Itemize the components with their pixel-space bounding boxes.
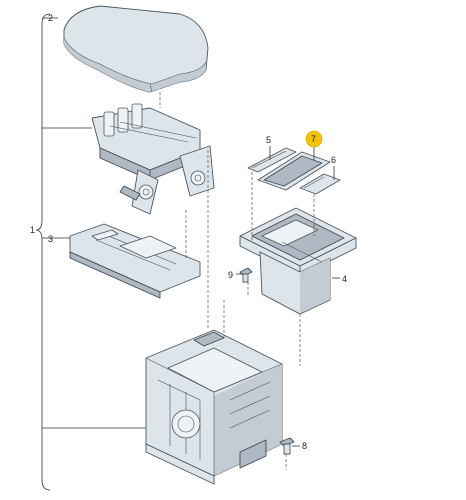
- armrest-lid: [63, 5, 209, 93]
- assembly-lines: [159, 92, 315, 470]
- rubber-mat-5: [247, 147, 297, 173]
- assembly-bracket: [35, 13, 150, 491]
- callout-5: 5: [266, 135, 271, 145]
- callout-4: 4: [342, 274, 347, 284]
- callout-7-highlight: [305, 130, 323, 148]
- callout-9: 9: [228, 270, 233, 280]
- callout-8: 8: [302, 441, 307, 451]
- callout-7: 7: [311, 134, 316, 144]
- console-frame: [145, 329, 283, 485]
- screw-9: [239, 267, 253, 283]
- armrest-hinge-mechanism: [91, 103, 215, 215]
- base-plate: [69, 223, 201, 299]
- callout-3: 3: [48, 234, 53, 244]
- callout-2: 2: [48, 13, 53, 23]
- storage-tray: [239, 207, 357, 315]
- screw-8: [279, 437, 295, 455]
- callout-1: 1: [30, 225, 35, 235]
- rubber-mat-6: [299, 173, 341, 195]
- rubber-mat-7: [257, 151, 331, 191]
- callout-leaders: [236, 146, 340, 447]
- callout-numbers: 1 2 3 4 5 6 7 8 9: [30, 13, 347, 451]
- callout-6: 6: [331, 155, 336, 165]
